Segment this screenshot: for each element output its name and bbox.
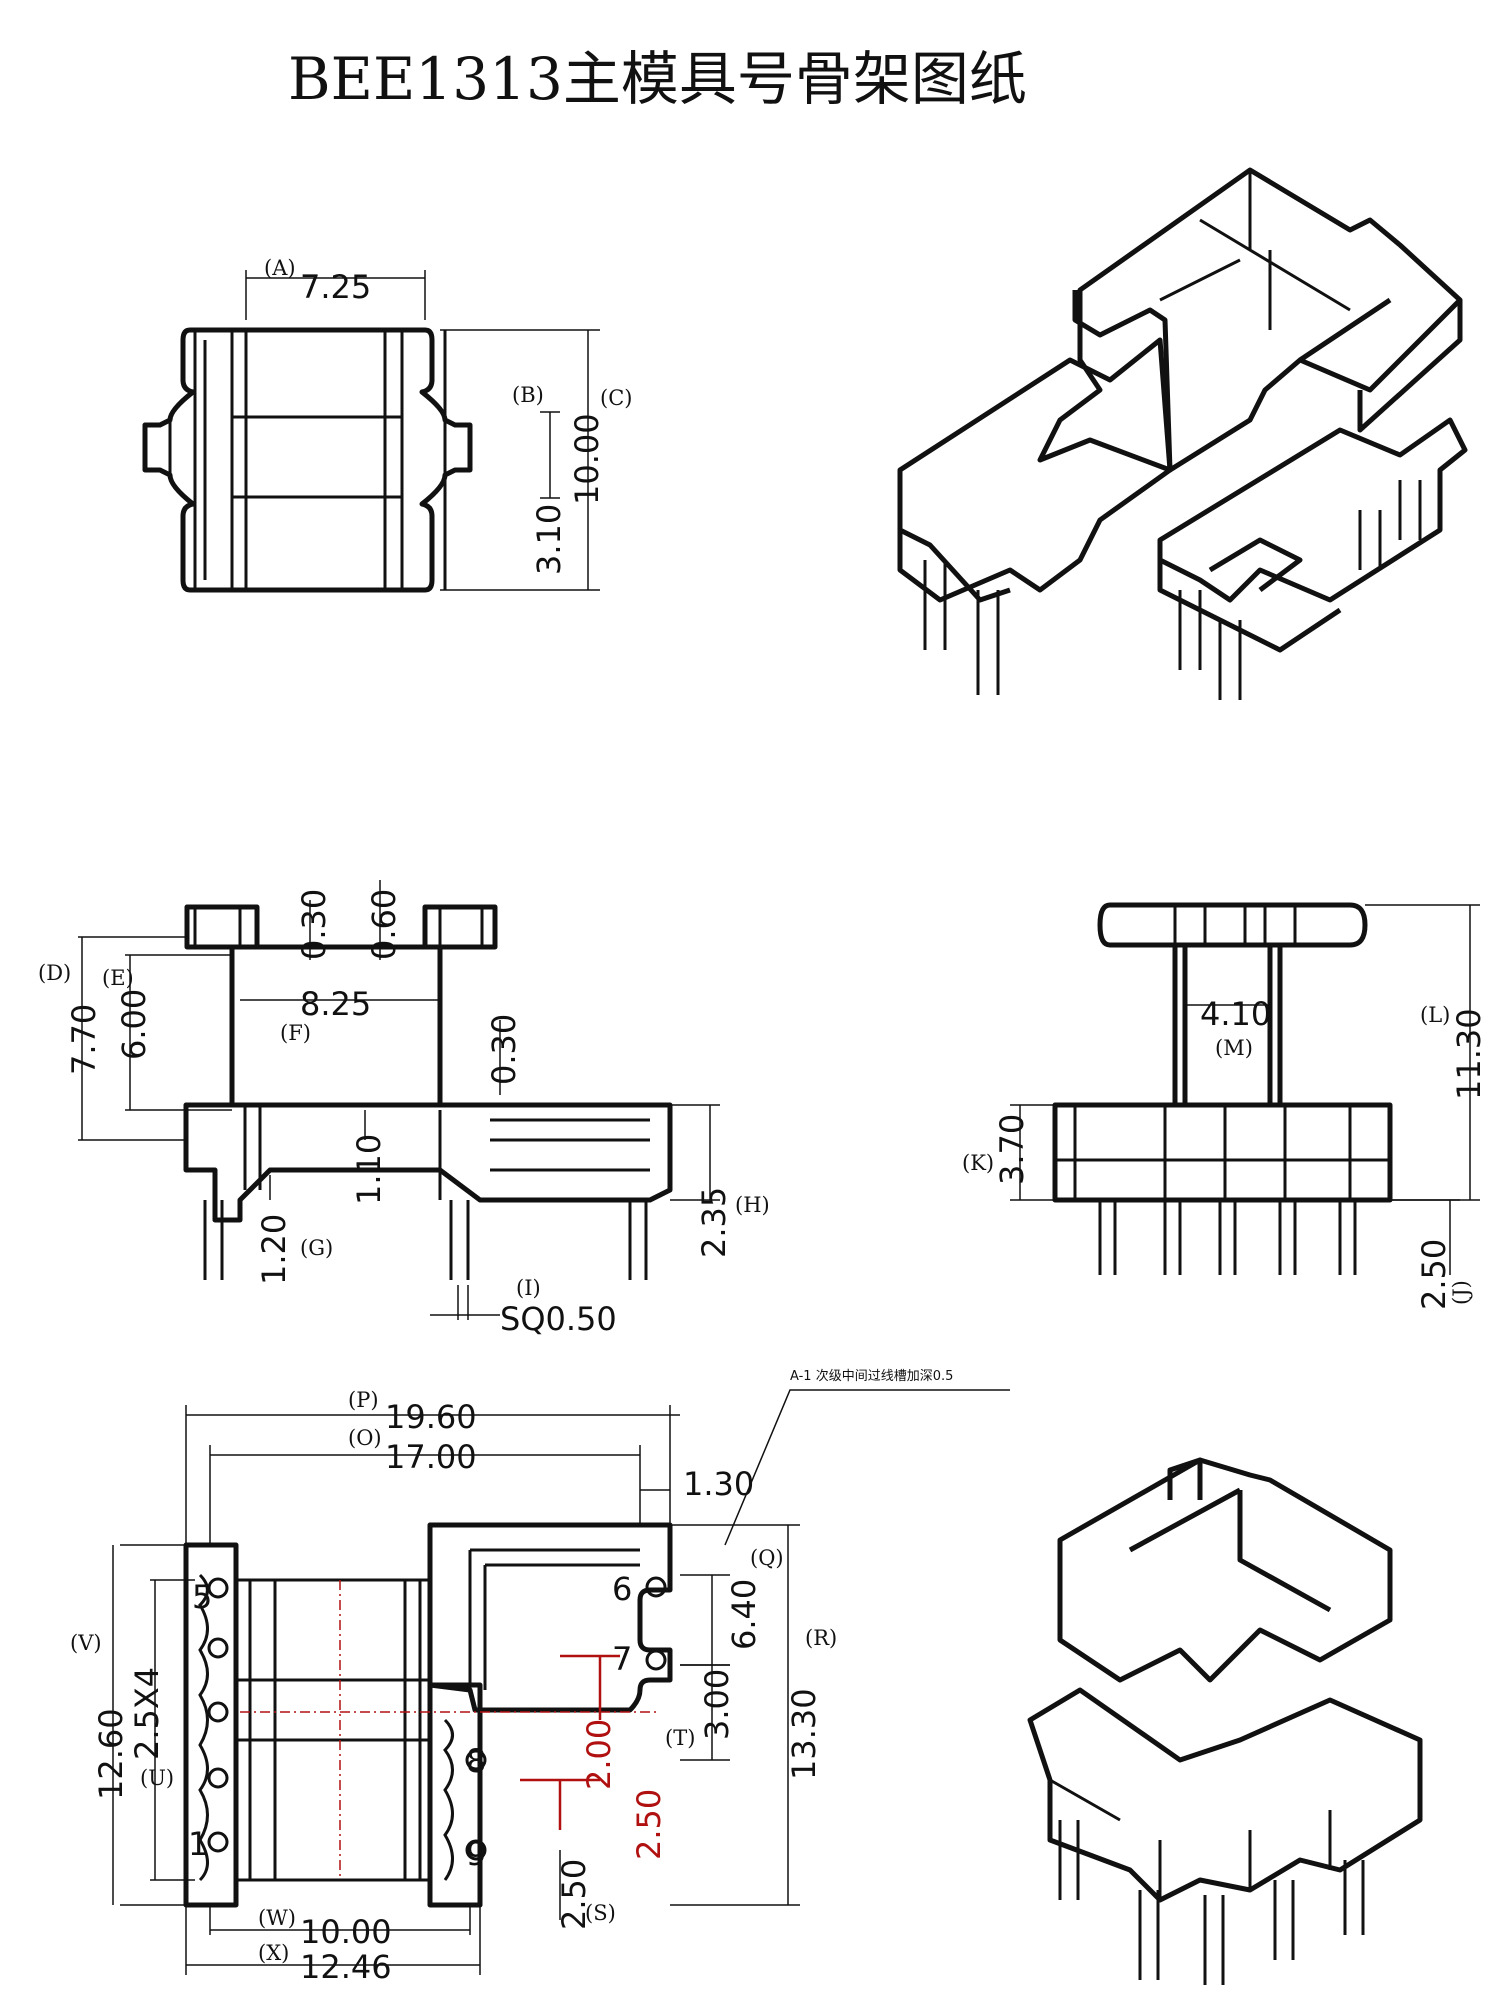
dim-tag-e: (E) bbox=[102, 966, 134, 990]
dim-tag-f: (F) bbox=[280, 1021, 311, 1045]
dim-tag-c: (C) bbox=[600, 386, 632, 410]
dim-tag-p: (P) bbox=[348, 1388, 379, 1412]
side-view bbox=[1052, 902, 1393, 1275]
pin-number-6: 6 bbox=[612, 1570, 632, 1608]
pin-number-9: 9 bbox=[466, 1835, 486, 1873]
dim-i: SQ0.50 bbox=[500, 1300, 617, 1338]
dim-tag-s: (S) bbox=[585, 1901, 616, 1925]
dim-tag-j: (J) bbox=[1449, 1280, 1473, 1305]
dim-d: 7.70 bbox=[65, 1004, 103, 1075]
dim-r: 13.30 bbox=[785, 1688, 823, 1780]
pin-number-8: 8 bbox=[466, 1742, 486, 1780]
dim-p: 19.60 bbox=[385, 1398, 477, 1436]
dim-m: 4.10 bbox=[1200, 995, 1271, 1033]
note-a1: A-1 次级中间过线槽加深0.5 bbox=[790, 1368, 953, 1384]
dim-tag-r: (R) bbox=[805, 1626, 837, 1650]
dim-h: 2.35 bbox=[695, 1187, 733, 1258]
dim-v: 12.60 bbox=[92, 1708, 130, 1800]
isometric-view-top bbox=[897, 167, 1468, 700]
dim-b: 3.10 bbox=[530, 504, 568, 575]
dim-top-a: 0.30 bbox=[295, 889, 333, 960]
dim-q: 6.40 bbox=[725, 1579, 763, 1650]
dim-tag-d: (D) bbox=[38, 961, 71, 985]
top-view bbox=[142, 327, 473, 593]
dim-tag-b: (B) bbox=[512, 383, 544, 407]
bottom-view bbox=[183, 1522, 673, 1908]
dim-t: 3.00 bbox=[698, 1669, 736, 1740]
dim-u: 2.5X4 bbox=[128, 1667, 166, 1760]
pin-number-5: 5 bbox=[192, 1578, 212, 1616]
dim-k: 3.70 bbox=[993, 1114, 1031, 1185]
dim-tag-g: (G) bbox=[300, 1236, 333, 1260]
front-view bbox=[183, 904, 673, 1280]
dim-tag-h: (H) bbox=[735, 1193, 770, 1217]
dim-red-b: 2.50 bbox=[630, 1789, 668, 1860]
dim-ext: 1.30 bbox=[683, 1465, 754, 1503]
dim-o: 17.00 bbox=[385, 1438, 477, 1476]
pin-number-7: 7 bbox=[612, 1640, 632, 1678]
top-view-outline bbox=[142, 327, 473, 593]
dim-a: 7.25 bbox=[300, 268, 371, 306]
dim-tag-m: (M) bbox=[1215, 1036, 1253, 1060]
dimension-lines bbox=[78, 270, 1480, 1975]
dim-tag-x: (X) bbox=[258, 1941, 289, 1965]
isometric-view-bottom bbox=[1027, 1457, 1423, 1985]
dim-c: 10.00 bbox=[568, 413, 606, 505]
dim-g: 1.20 bbox=[255, 1214, 293, 1285]
dim-tag-o: (O) bbox=[348, 1426, 382, 1450]
pin-number-1: 1 bbox=[188, 1825, 208, 1863]
dim-f: 8.25 bbox=[300, 985, 371, 1023]
dim-x: 12.46 bbox=[300, 1948, 392, 1986]
dim-tag-a: (A) bbox=[264, 256, 296, 280]
dim-tag-l: (L) bbox=[1420, 1003, 1450, 1027]
dim-tag-q: (Q) bbox=[750, 1546, 784, 1570]
dim-mid-a: 0.30 bbox=[485, 1014, 523, 1085]
dim-tag-w: (W) bbox=[258, 1906, 296, 1930]
dim-red-a: 2.00 bbox=[580, 1719, 618, 1790]
dim-j: 2.50 bbox=[1415, 1239, 1453, 1310]
dim-w: 10.00 bbox=[300, 1913, 392, 1951]
dim-l: 11.30 bbox=[1450, 1008, 1488, 1100]
dim-tag-t: (T) bbox=[665, 1726, 695, 1750]
dimension-labels: (A) 7.25 (B) 3.10 (C) 10.00 (D) 7.70 (E)… bbox=[38, 256, 1488, 1986]
drawing-title: BEE1313主模具号骨架图纸 bbox=[288, 45, 1027, 113]
dim-s: 2.50 bbox=[555, 1859, 593, 1930]
dim-tag-k: (K) bbox=[962, 1151, 994, 1175]
dim-tag-i: (I) bbox=[516, 1276, 541, 1300]
dim-tag-u: (U) bbox=[140, 1766, 174, 1790]
dim-tag-v: (V) bbox=[70, 1631, 102, 1655]
dim-top-b: 0.60 bbox=[365, 889, 403, 960]
dim-e: 6.00 bbox=[115, 989, 153, 1060]
dim-mid-b: 1.10 bbox=[350, 1134, 388, 1205]
